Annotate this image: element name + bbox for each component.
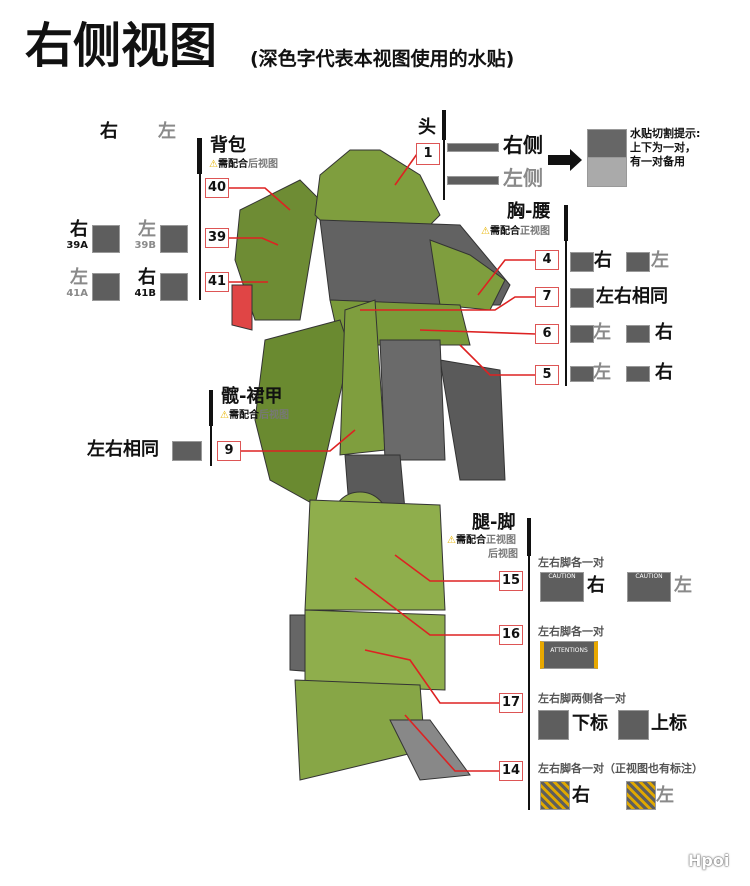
backpack-right-label: 右	[100, 121, 118, 142]
decal-sheet-top	[587, 129, 627, 159]
leg-heading: 腿-脚	[472, 512, 516, 533]
decal-39a-sticker	[92, 225, 120, 253]
label-7: 7	[535, 287, 559, 307]
decal-17-upper-label: 上标	[651, 713, 687, 734]
cutting-tip: 水贴切割提示:上下为一对，有一对备用	[630, 127, 701, 168]
backpack-left-label: 左	[158, 121, 176, 142]
label-4: 4	[535, 250, 559, 270]
decal-4-right-label: 右	[594, 250, 612, 271]
decal-4-left-label: 左	[651, 250, 669, 271]
chest-warning: ⚠需配合正视图	[481, 226, 550, 237]
label-41: 41	[205, 272, 229, 292]
decal-4-right	[570, 252, 594, 272]
decal-15-right-label: 右	[587, 575, 605, 596]
decal-5-right-label: 右	[655, 362, 673, 383]
head-right-sticker	[447, 143, 499, 152]
hip-warning: ⚠需配合后视图	[220, 410, 289, 421]
decal-14-left	[626, 781, 656, 810]
decal-5-right	[626, 366, 650, 382]
decal-4-left	[626, 252, 650, 272]
label-17: 17	[499, 693, 523, 713]
decal-14-left-label: 左	[656, 785, 674, 806]
leg-note-14: 左右脚各一对（正视图也有标注）	[538, 762, 703, 775]
arrow-right-icon	[548, 149, 582, 171]
decal-sheet-bottom	[587, 157, 627, 187]
decal-41a-sticker	[92, 273, 120, 301]
decal-15-left-label: 左	[674, 575, 692, 596]
decal-7-label: 左右相同	[596, 286, 668, 307]
label-39: 39	[205, 228, 229, 248]
section-line	[210, 426, 212, 466]
decal-9	[172, 441, 202, 461]
page-title: 右侧视图	[25, 18, 218, 74]
hip-same-label: 左右相同	[87, 439, 159, 460]
warning-icon: ⚠	[209, 159, 218, 170]
label-9: 9	[217, 441, 241, 461]
decal-7	[570, 288, 594, 308]
label-6: 6	[535, 324, 559, 344]
hip-heading: 髋-裙甲	[221, 386, 283, 407]
label-15: 15	[499, 571, 523, 591]
label-5: 5	[535, 365, 559, 385]
chest-heading: 胸-腰	[507, 201, 551, 222]
section-line	[443, 140, 445, 200]
backpack-warning: ⚠需配合后视图	[209, 159, 278, 170]
label-1: 1	[416, 143, 440, 165]
page-subtitle: (深色字代表本视图使用的水贴)	[250, 48, 515, 70]
backpack-heading: 背包	[210, 135, 246, 156]
decal-17-upper	[618, 710, 649, 740]
head-right-label: 右侧	[503, 133, 543, 157]
leg-note-16: 左右脚各一对	[538, 625, 604, 638]
decal-5-left-label: 左	[593, 362, 611, 383]
label-16: 16	[499, 625, 523, 645]
decal-14-right-label: 右	[572, 785, 590, 806]
watermark: Hpoi	[688, 851, 730, 870]
section-bar	[564, 205, 568, 241]
decal-16: ATTENTIONS	[540, 641, 598, 669]
decal-6-left	[570, 325, 594, 343]
label-40: 40	[205, 178, 229, 198]
section-line	[199, 174, 201, 300]
decal-5-left	[570, 366, 594, 382]
leg-note-17: 左右脚两侧各一对	[538, 692, 626, 705]
section-bar	[209, 390, 213, 426]
decal-39b-sticker	[160, 225, 188, 253]
decal-6-right-label: 右	[655, 322, 673, 343]
section-bar	[442, 110, 446, 140]
leg-warning: ⚠需配合正视图	[447, 535, 516, 546]
leg-warning-view2: 后视图	[488, 549, 518, 560]
head-heading: 头	[418, 117, 436, 138]
decal-17-lower-label: 下标	[572, 713, 608, 734]
section-bar	[527, 518, 531, 556]
decal-6-left-label: 左	[593, 322, 611, 343]
leg-note-15: 左右脚各一对	[538, 556, 604, 569]
section-line	[528, 556, 530, 810]
section-bar	[197, 138, 202, 174]
decal-6-right	[626, 325, 650, 343]
decal-41b-sticker	[160, 273, 188, 301]
label-14: 14	[499, 761, 523, 781]
section-line	[565, 241, 567, 386]
decal-14-right	[540, 781, 570, 810]
decal-15-left: CAUTION	[627, 572, 671, 602]
head-left-sticker	[447, 176, 499, 185]
decal-17-lower	[538, 710, 569, 740]
head-left-label: 左侧	[503, 166, 543, 190]
decal-15-right: CAUTION	[540, 572, 584, 602]
